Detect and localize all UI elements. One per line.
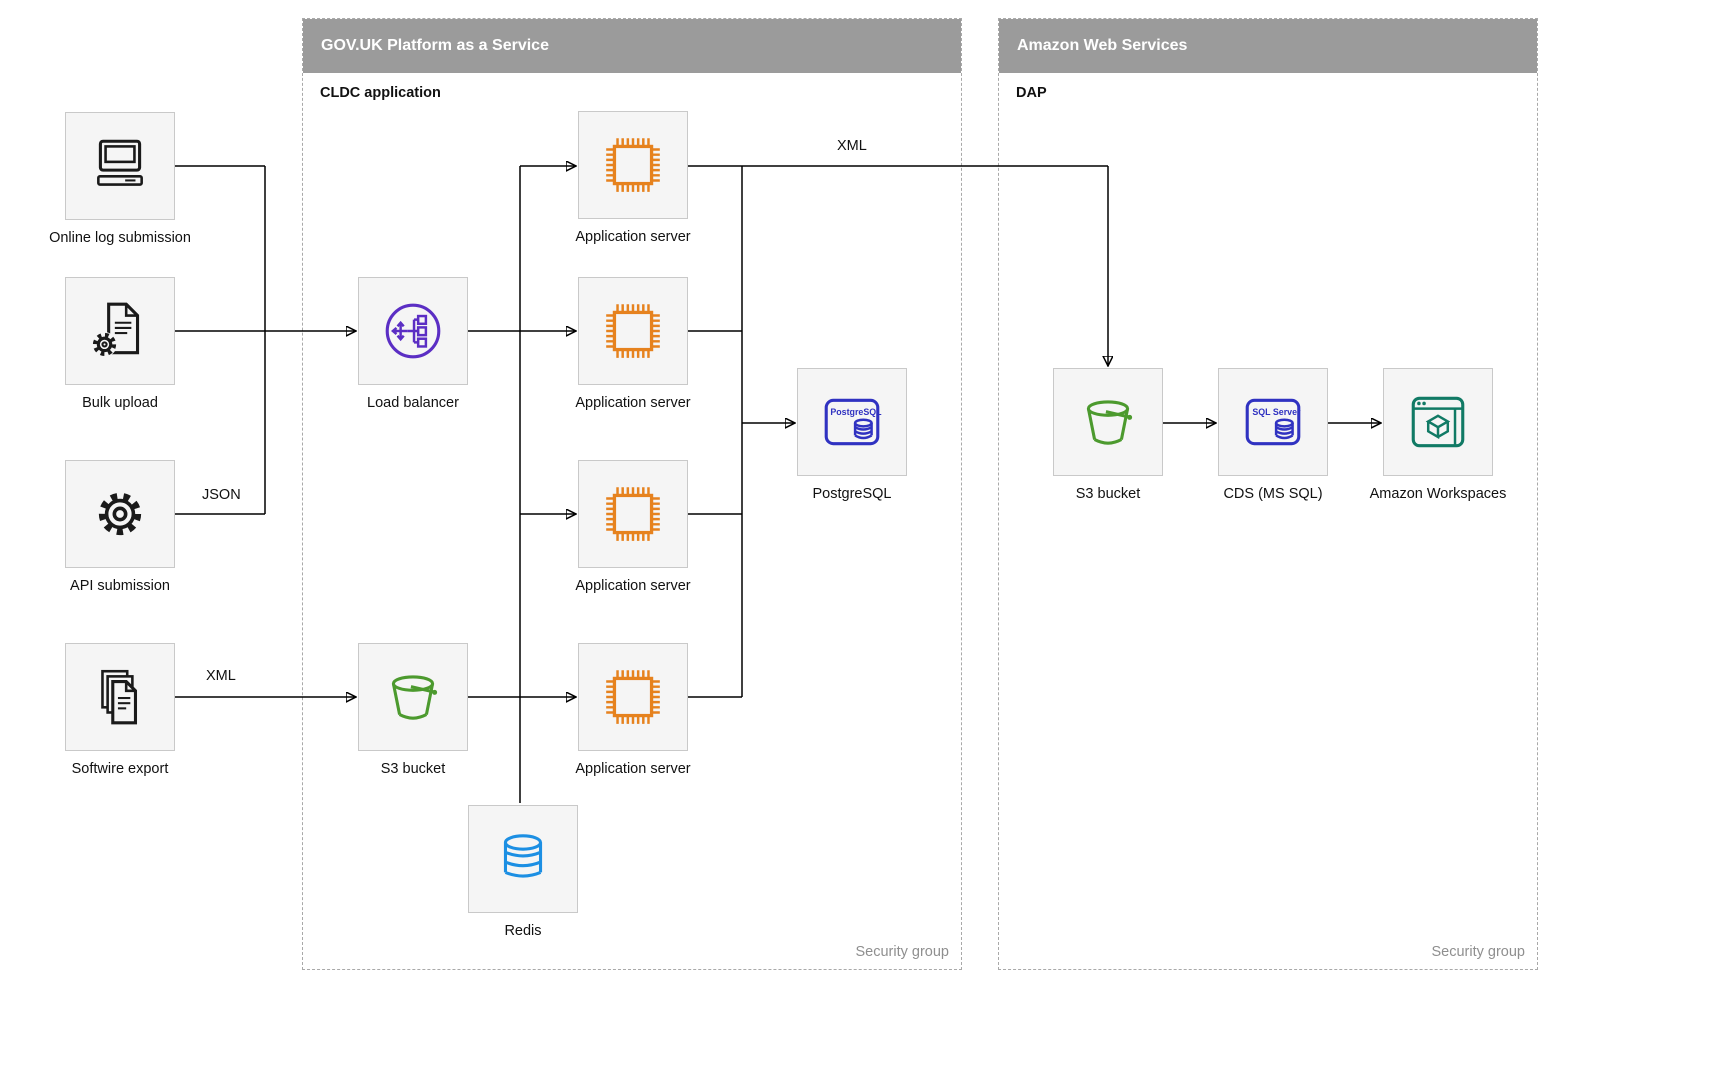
node-application-server-4: Application server xyxy=(575,643,691,777)
chip-icon xyxy=(606,487,660,541)
chip-icon xyxy=(606,670,660,724)
node-cds-mssql: SQL Server CDS (MS SQL) xyxy=(1218,368,1328,502)
bucket-icon xyxy=(1086,400,1133,445)
edge-label-json: JSON xyxy=(199,487,244,503)
online-log-box xyxy=(65,112,175,220)
dap-label: DAP xyxy=(1016,85,1047,101)
govuk-paas-group: GOV.UK Platform as a Service CLDC applic… xyxy=(302,18,962,970)
workspaces-icon xyxy=(1411,396,1465,448)
postgresql-logo-text: PostgreSQL xyxy=(830,407,882,417)
postgresql-box: PostgreSQL xyxy=(797,368,907,476)
node-label: Online log submission xyxy=(49,230,191,246)
document-gear-icon xyxy=(92,302,140,357)
node-online-log-submission: Online log submission xyxy=(49,112,191,246)
edge-inputs-merge xyxy=(175,165,266,515)
govuk-security-group-label: Security group xyxy=(855,944,950,960)
node-label: Application server xyxy=(575,578,691,594)
s3-bucket-box xyxy=(1053,368,1163,476)
postgresql-icon: PostgreSQL xyxy=(824,398,882,446)
aws-header: Amazon Web Services xyxy=(999,19,1537,73)
aws-security-group-label: Security group xyxy=(1431,944,1526,960)
redis-box xyxy=(468,805,578,913)
node-amazon-workspaces: Amazon Workspaces xyxy=(1370,368,1506,502)
sql-server-icon: SQL Server xyxy=(1245,398,1301,446)
node-application-server-2: Application server xyxy=(575,277,691,411)
node-label: Amazon Workspaces xyxy=(1369,486,1507,502)
node-label: Bulk upload xyxy=(82,395,158,411)
edge-label-xml-dap: XML xyxy=(834,138,870,154)
node-label: API submission xyxy=(70,578,170,594)
node-api-submission: API submission xyxy=(65,460,175,594)
chip-icon xyxy=(606,304,660,358)
api-submission-box xyxy=(65,460,175,568)
node-s3-bucket-aws: S3 bucket xyxy=(1053,368,1163,502)
node-softwire-export: Softwire export xyxy=(65,643,175,777)
govuk-paas-title: GOV.UK Platform as a Service xyxy=(321,37,549,54)
gear-icon xyxy=(98,492,142,536)
node-postgresql: PostgreSQL PostgreSQL xyxy=(797,368,907,502)
computer-icon xyxy=(97,139,143,186)
node-s3-bucket-govuk: S3 bucket xyxy=(358,643,468,777)
application-server-box xyxy=(578,643,688,751)
node-label: S3 bucket xyxy=(380,761,446,777)
cldc-application-label: CLDC application xyxy=(320,85,441,101)
node-label: S3 bucket xyxy=(1075,486,1141,502)
softwire-export-box xyxy=(65,643,175,751)
load-balancer-icon xyxy=(385,303,441,359)
chip-icon xyxy=(606,138,660,192)
edge-appserver-outputs xyxy=(688,165,1108,698)
bucket-icon xyxy=(391,675,438,720)
govuk-paas-header: GOV.UK Platform as a Service xyxy=(303,19,961,73)
node-label: CDS (MS SQL) xyxy=(1223,486,1323,502)
node-label: Load balancer xyxy=(367,395,459,411)
node-label: Softwire export xyxy=(71,761,169,777)
documents-stack-icon xyxy=(101,669,138,725)
node-redis: Redis xyxy=(468,805,578,939)
workspaces-box xyxy=(1383,368,1493,476)
application-server-box xyxy=(578,111,688,219)
node-label: Application server xyxy=(575,229,691,245)
node-bulk-upload: Bulk upload xyxy=(65,277,175,411)
node-label: PostgreSQL xyxy=(812,486,892,502)
application-server-box xyxy=(578,277,688,385)
application-server-box xyxy=(578,460,688,568)
node-load-balancer: Load balancer xyxy=(358,277,468,411)
node-label: Application server xyxy=(575,761,691,777)
edge-loadbalancer-bus xyxy=(468,166,521,803)
node-label: Application server xyxy=(575,395,691,411)
aws-group: Amazon Web Services DAP Security group xyxy=(998,18,1538,970)
node-label: Redis xyxy=(504,923,542,939)
bulk-upload-box xyxy=(65,277,175,385)
load-balancer-box xyxy=(358,277,468,385)
node-application-server-1: Application server xyxy=(575,111,691,245)
sql-server-logo-text: SQL Server xyxy=(1252,407,1301,417)
cds-box: SQL Server xyxy=(1218,368,1328,476)
aws-title: Amazon Web Services xyxy=(1017,37,1188,54)
node-application-server-3: Application server xyxy=(575,460,691,594)
redis-database-icon xyxy=(503,834,543,878)
s3-bucket-box xyxy=(358,643,468,751)
edge-label-xml-softwire: XML xyxy=(203,668,239,684)
